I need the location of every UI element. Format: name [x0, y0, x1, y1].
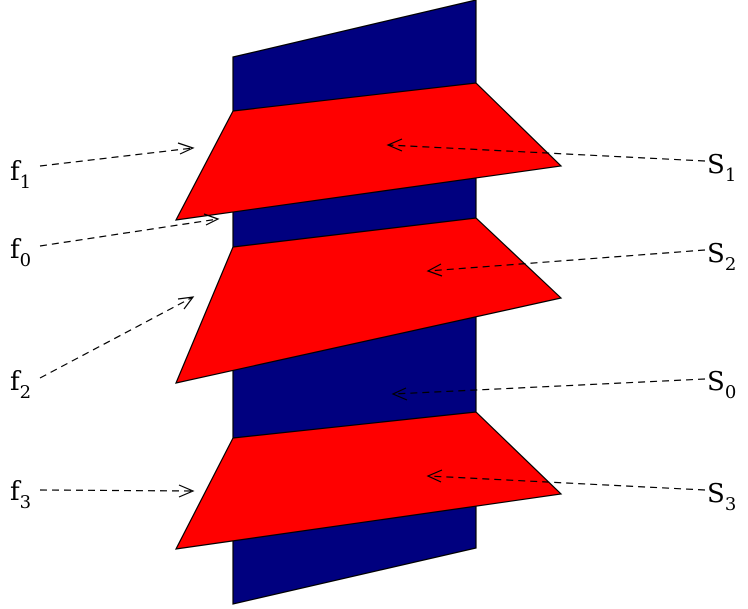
- label-s1: S1: [707, 150, 736, 186]
- label-s2: S2: [707, 239, 736, 275]
- sheet-s3: [174, 411, 563, 550]
- label-f1: f1: [10, 157, 31, 193]
- label-s3: S3: [707, 479, 736, 515]
- label-f2: f2: [10, 367, 31, 403]
- sheet-s1: [174, 82, 563, 221]
- arrow-s1: [386, 138, 706, 162]
- arrow-f2: [39, 296, 195, 379]
- arrow-f0: [39, 213, 220, 247]
- label-f3: f3: [10, 477, 31, 513]
- label-s0: S0: [707, 367, 736, 403]
- label-f0: f0: [10, 235, 31, 271]
- arrow-s2: [426, 249, 706, 277]
- arrow-s0: [391, 378, 706, 401]
- arrow-s3: [426, 469, 706, 491]
- arrow-f1: [39, 142, 195, 167]
- arrow-f3: [39, 484, 195, 498]
- sheet-s2: [174, 217, 563, 384]
